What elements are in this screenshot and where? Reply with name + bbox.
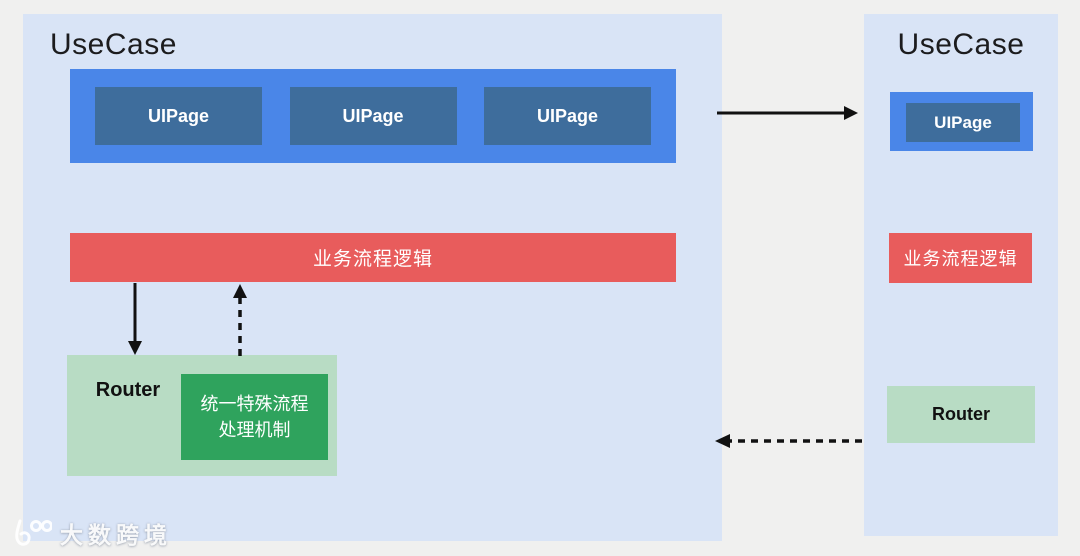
uipage-box-right: UIPage (906, 103, 1020, 142)
special-flow-line1: 统一特殊流程 (200, 394, 309, 414)
watermark-text: 大数跨境 (60, 522, 172, 548)
arrow-router-return-dashed (715, 434, 862, 448)
uipage-label-right: UIPage (934, 112, 992, 132)
uipage-label-3: UIPage (536, 105, 599, 126)
uipage-label-1: UIPage (147, 105, 210, 126)
watermark: 大数跨境 (12, 516, 172, 550)
uipage-box-1: UIPage (95, 87, 262, 145)
special-flow-box: 统一特殊流程 处理机制 (181, 374, 328, 460)
router-box-right: Router (887, 386, 1035, 443)
business-logic-label-right: 业务流程逻辑 (903, 249, 1018, 269)
business-logic-bar-right: 业务流程逻辑 (889, 233, 1032, 283)
business-logic-label-left: 业务流程逻辑 (312, 249, 433, 270)
arrow-usecase-to-usecase (717, 106, 858, 120)
uipage-label-2: UIPage (342, 105, 404, 126)
usecase-title-left: UseCase (50, 28, 177, 61)
usecase-title-right: UseCase (897, 28, 1025, 61)
uipage-container-left: UIPage UIPage UIPage (70, 69, 676, 163)
watermark-100-logo (15, 519, 52, 546)
uipage-box-2: UIPage (289, 87, 457, 145)
uipage-box-3: UIPage (484, 87, 651, 145)
router-label-right: Router (932, 404, 990, 424)
special-flow-line2: 处理机制 (218, 420, 291, 440)
router-label-left: Router (95, 379, 161, 401)
business-logic-bar-left: 业务流程逻辑 (70, 233, 676, 282)
